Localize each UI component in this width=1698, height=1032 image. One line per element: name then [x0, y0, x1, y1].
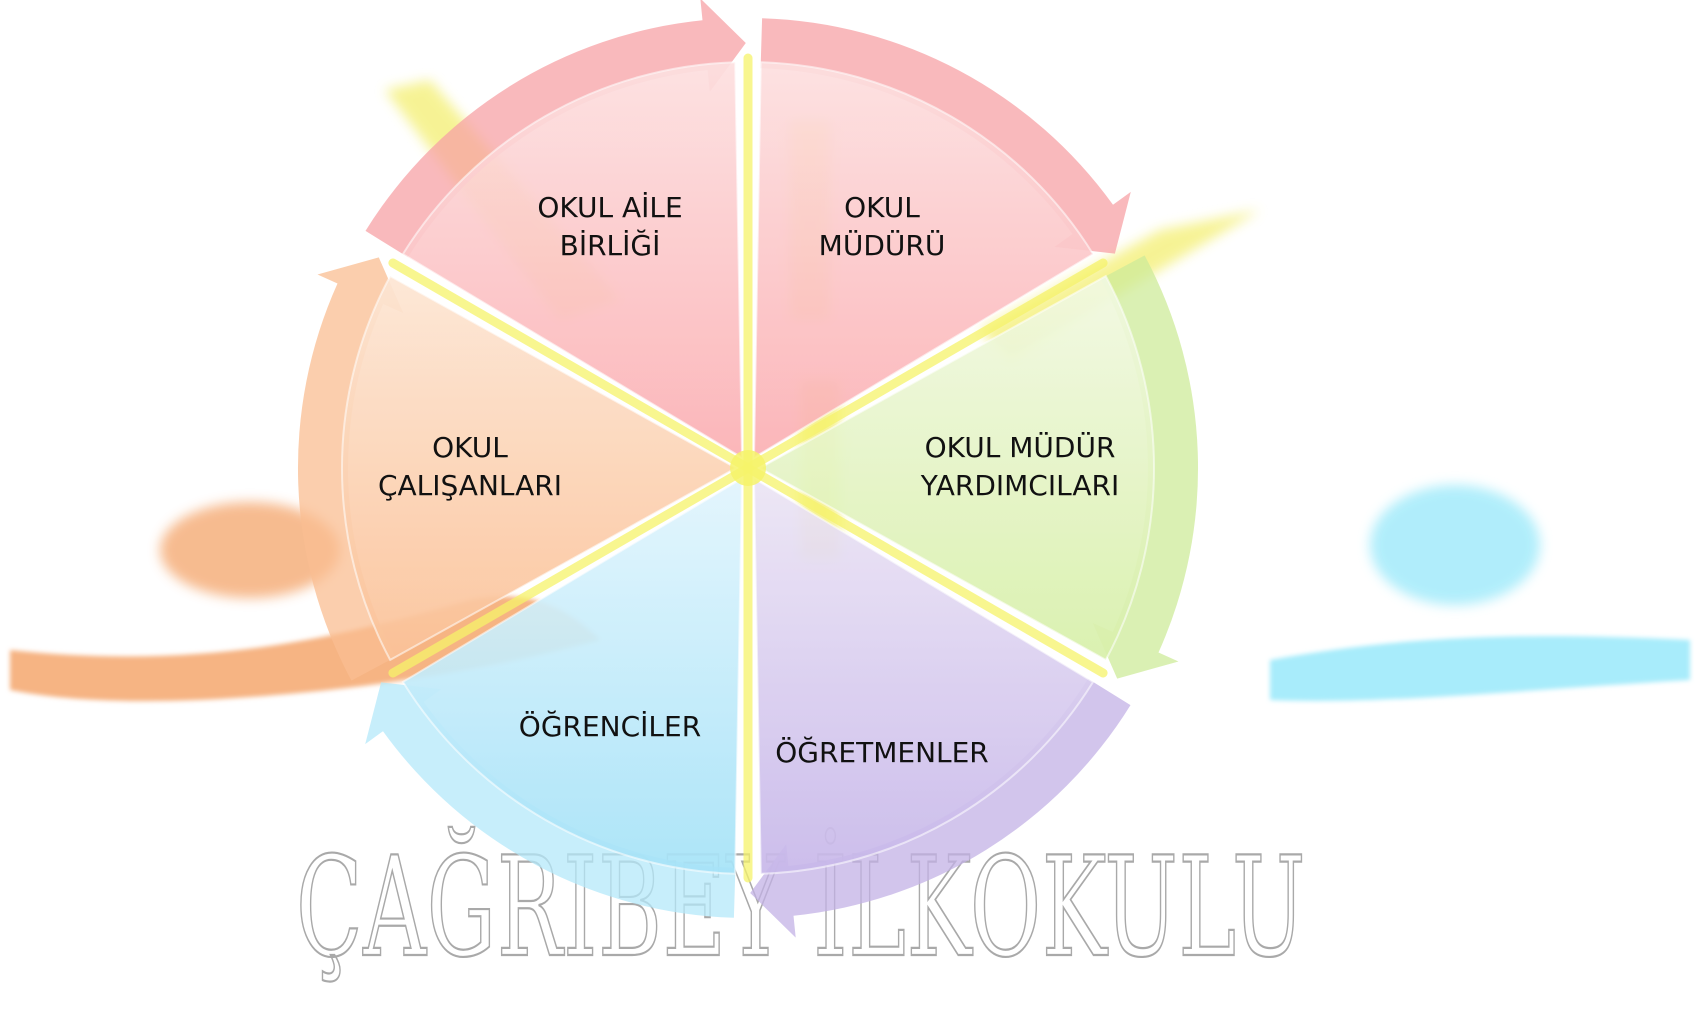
segment-label-line: ÇALIŞANLARI	[378, 469, 562, 502]
center-hub	[730, 450, 766, 486]
segment-label-line: ÖĞRETMENLER	[775, 735, 989, 769]
segment-label-ogrenciler: ÖĞRENCİLER	[519, 709, 701, 743]
segment-label-line: YARDIMCILARI	[920, 469, 1119, 502]
segment-label-ogretmenler: ÖĞRETMENLER	[775, 735, 989, 769]
segment-label-line: MÜDÜRÜ	[819, 228, 946, 262]
segment-label-line: OKUL	[432, 431, 508, 464]
segment-label-line: ÖĞRENCİLER	[519, 709, 701, 743]
segment-label-line: OKUL MÜDÜR	[925, 430, 1116, 464]
segment-label-line: OKUL AİLE	[537, 191, 682, 224]
segment-label-line: OKUL	[844, 191, 920, 224]
segment-label-line: BİRLİĞİ	[560, 228, 661, 262]
